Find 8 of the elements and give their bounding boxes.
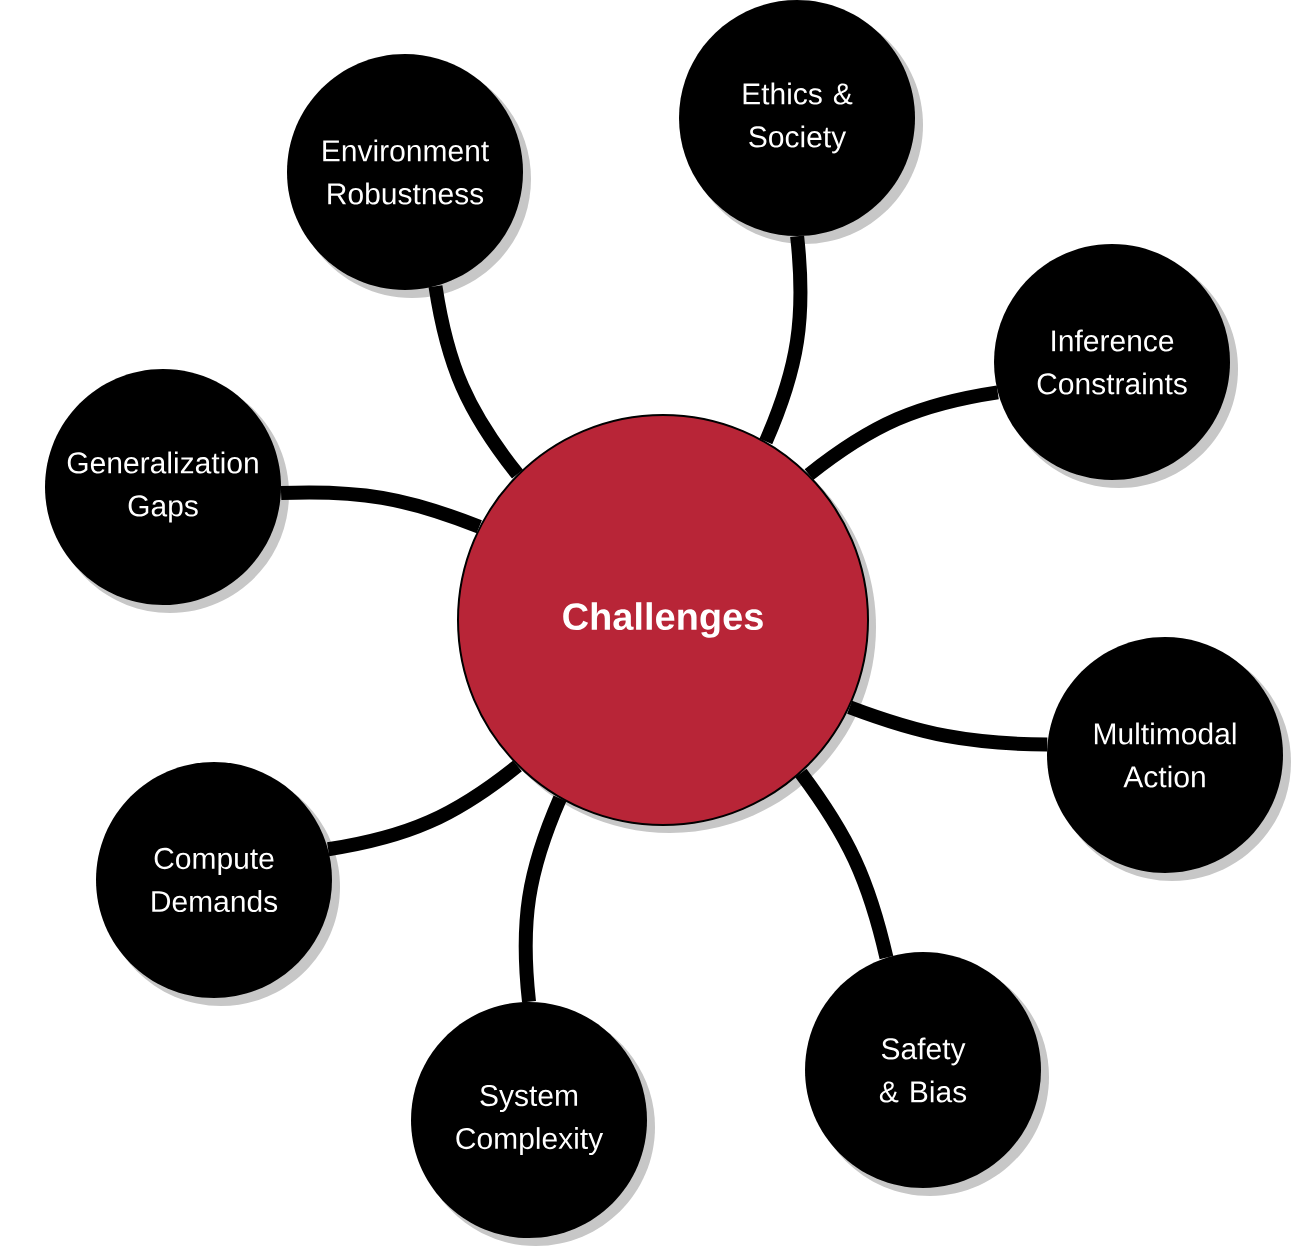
connector [326, 760, 522, 857]
connector [804, 385, 999, 481]
connector [280, 485, 482, 534]
connector [518, 795, 567, 1003]
connector [759, 235, 808, 445]
connector [847, 700, 1048, 752]
connector [795, 768, 894, 960]
connector [428, 285, 524, 479]
